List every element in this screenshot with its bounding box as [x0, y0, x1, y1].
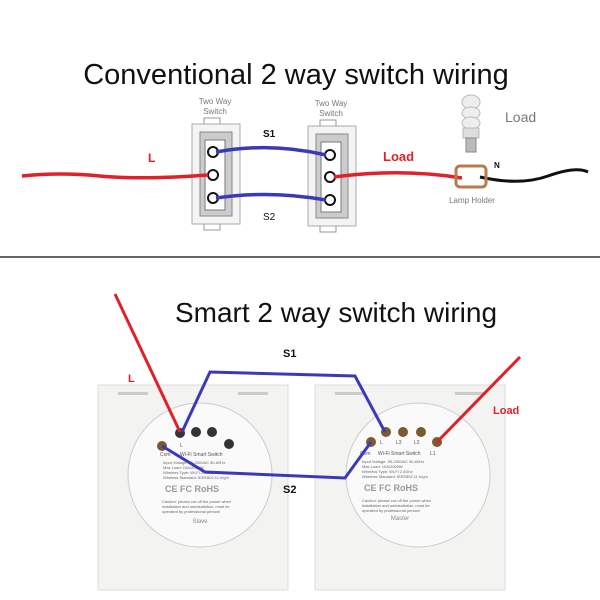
live-wire: [21, 172, 209, 180]
spec-line: Input Voltage: 95-250VAC 50-60Hz: [163, 460, 225, 465]
caution-line: installation and uninstallation, must be: [362, 503, 430, 508]
terminal-label: L2: [414, 440, 420, 446]
s2-wire: [215, 192, 327, 202]
switch-label: Two Way: [199, 97, 232, 106]
switch-label: Switch: [319, 109, 343, 118]
bulb-icon: [461, 94, 481, 153]
s1-label: S1: [263, 129, 276, 140]
caution-line: operated by professional person!: [362, 508, 420, 513]
spec-line: Wireless Standard: IEEE802.11 b/g/n: [362, 474, 428, 479]
spec-line: Wireless Type: Wi-Fi 2.4Ghz: [163, 470, 214, 475]
caution-line: Caution: please cut off the power when: [162, 499, 231, 504]
spec-line: Wireless Type: Wi-Fi 2.4Ghz: [362, 469, 413, 474]
load-wire-label: Load: [383, 149, 414, 164]
two-way-switch-right: [307, 119, 357, 233]
load-wire: [333, 171, 463, 180]
s1-label: S1: [283, 348, 296, 360]
module-title: Wi-Fi Smart Switch: [180, 452, 223, 458]
slave-switch-panel: L Com Wi-Fi Smart Switch Input Voltage: …: [97, 384, 289, 591]
top-title: Conventional 2 way switch wiring: [83, 59, 509, 91]
spec-line: Wireless Standard: IEEE802.11 b/g/n: [163, 475, 229, 480]
s2-label: S2: [283, 484, 296, 496]
module-title: Wi-Fi Smart Switch: [378, 451, 421, 457]
lamp-holder-label: Lamp Holder: [449, 196, 495, 205]
live-wire-smart: [113, 293, 182, 433]
switch-label: Two Way: [315, 99, 348, 108]
two-way-switch-left: [191, 117, 241, 231]
s1-wire-smart: [180, 370, 387, 433]
slave-label: Slave: [192, 519, 208, 525]
master-switch-panel: L L3 L2 L1 Com Wi-Fi Smart Switch Input …: [314, 384, 506, 591]
caution-line: installation and uninstallation, must be: [162, 504, 230, 509]
lamp-holder: [454, 164, 488, 189]
spec-line: Max Load: 10A/2000W: [362, 464, 403, 469]
s2-label: S2: [263, 212, 276, 223]
spec-line: Max Load: 10A/2000W: [163, 465, 204, 470]
spec-line: Input Voltage: 95-250VAC 50-60Hz: [362, 459, 424, 464]
terminal-label: L1: [430, 451, 436, 457]
l-label: L: [128, 373, 135, 385]
cert-marks: CE FC RoHS: [165, 484, 219, 494]
neutral-wire: [479, 168, 589, 183]
caution-line: Caution: please cut off the power when: [362, 498, 431, 503]
terminal-label: L: [380, 440, 383, 446]
load-label: Load: [505, 109, 536, 125]
s2-wire-smart: [161, 441, 373, 480]
terminal-label: L: [180, 443, 183, 449]
terminal-label: L3: [396, 440, 402, 446]
s1-wire: [215, 145, 327, 157]
l-label: L: [148, 151, 155, 165]
master-label: Master: [391, 516, 409, 522]
switch-label: Switch: [203, 107, 227, 116]
bottom-title: Smart 2 way switch wiring: [175, 297, 497, 328]
n-label: N: [494, 161, 500, 170]
caution-line: operated by professional person!: [162, 509, 220, 514]
com-label: Com: [160, 452, 171, 458]
com-label: Com: [360, 451, 371, 457]
load-label: Load: [493, 405, 519, 417]
load-wire-smart: [435, 355, 522, 444]
cert-marks: CE FC RoHS: [364, 483, 418, 493]
